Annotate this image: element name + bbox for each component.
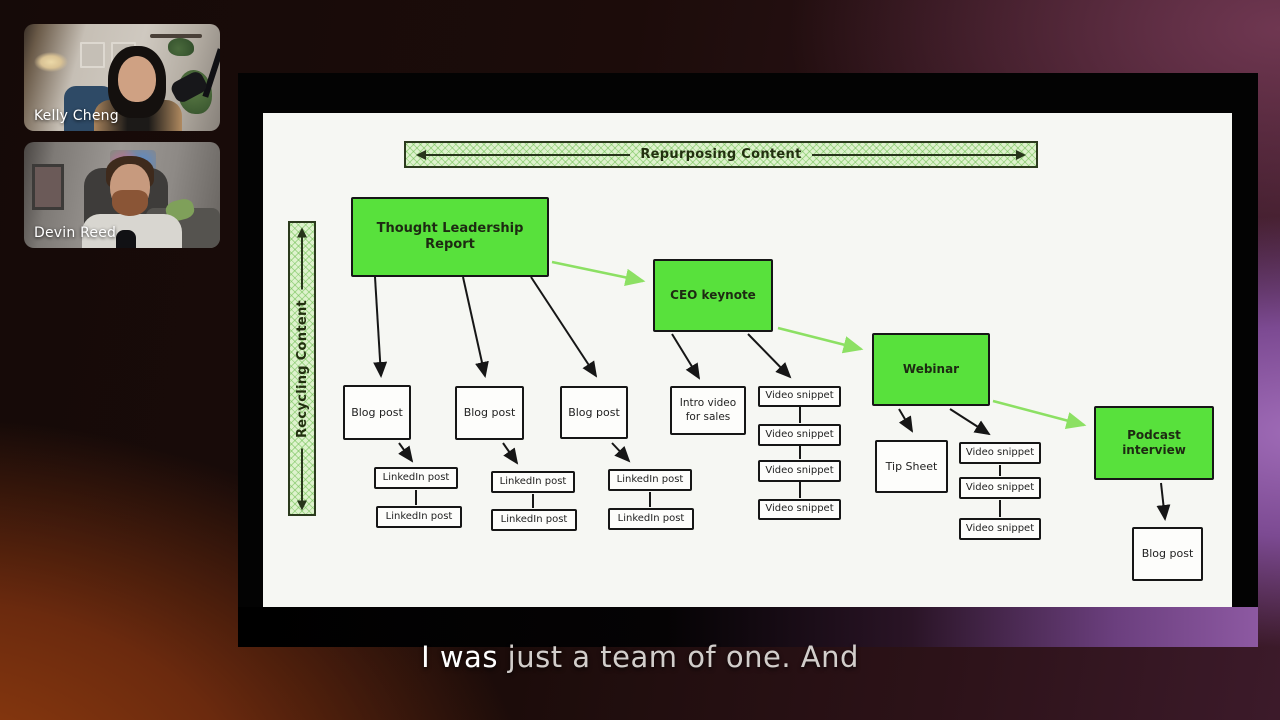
- video-tile-devin[interactable]: Devin Reed: [24, 142, 220, 248]
- node-video-snippet-b3: Video snippet: [959, 518, 1041, 540]
- banner-repurposing-label: Repurposing Content: [640, 147, 802, 162]
- node-ceo-keynote: CEO keynote: [653, 259, 773, 332]
- participant-name: Kelly Cheng: [34, 108, 119, 124]
- wall-shelf: [150, 34, 202, 38]
- left-arrow-icon: [415, 149, 631, 160]
- node-linkedin-post-3a: LinkedIn post: [608, 469, 692, 491]
- node-blog-post-3: Blog post: [560, 386, 628, 439]
- caption-emphasis: I was: [421, 640, 508, 674]
- node-video-snippet-a3: Video snippet: [758, 460, 841, 482]
- shelf-plant: [168, 38, 194, 56]
- node-linkedin-post-2b: LinkedIn post: [491, 509, 577, 531]
- banner-repurposing: Repurposing Content: [404, 141, 1038, 168]
- node-video-snippet-a2: Video snippet: [758, 424, 841, 446]
- diagram-arrows: [373, 260, 1171, 521]
- picture-frame: [32, 164, 64, 210]
- node-intro-video: Intro video for sales: [670, 386, 746, 435]
- node-linkedin-post-1a: LinkedIn post: [374, 467, 458, 489]
- node-linkedin-post-3b: LinkedIn post: [608, 508, 694, 530]
- node-blog-post-1: Blog post: [343, 385, 411, 440]
- frame-bottom-glow: [238, 607, 1258, 647]
- live-caption: I was just a team of one. And: [0, 640, 1280, 674]
- node-video-snippet-b1: Video snippet: [959, 442, 1041, 464]
- node-video-snippet-b2: Video snippet: [959, 477, 1041, 499]
- node-blog-post-podcast: Blog post: [1132, 527, 1203, 581]
- node-video-snippet-a1: Video snippet: [758, 386, 841, 407]
- node-thought-leadership-report: Thought Leadership Report: [351, 197, 549, 277]
- caption-rest: just a team of one. And: [507, 640, 859, 674]
- right-arrow-icon: [811, 149, 1027, 160]
- video-tile-kelly[interactable]: Kelly Cheng: [24, 24, 220, 131]
- banner-recycling: Recycling Content: [288, 221, 316, 516]
- node-podcast-interview: Podcast interview: [1094, 406, 1214, 480]
- node-webinar: Webinar: [872, 333, 990, 406]
- node-blog-post-2: Blog post: [455, 386, 524, 440]
- screen-share-frame: Repurposing Content Recycling Content: [238, 73, 1258, 647]
- shared-slide: Repurposing Content Recycling Content: [263, 113, 1232, 607]
- lamp-glow: [34, 52, 68, 72]
- down-arrow-icon: [301, 447, 303, 508]
- participant-name: Devin Reed: [34, 225, 117, 241]
- node-linkedin-post-2a: LinkedIn post: [491, 471, 575, 493]
- node-tip-sheet: Tip Sheet: [875, 440, 948, 493]
- node-video-snippet-a4: Video snippet: [758, 499, 841, 520]
- microphone-icon: [116, 230, 136, 248]
- banner-recycling-label: Recycling Content: [294, 299, 310, 438]
- up-arrow-icon: [301, 228, 303, 290]
- person-beard: [112, 190, 148, 216]
- node-linkedin-post-1b: LinkedIn post: [376, 506, 462, 528]
- person-face: [118, 56, 156, 102]
